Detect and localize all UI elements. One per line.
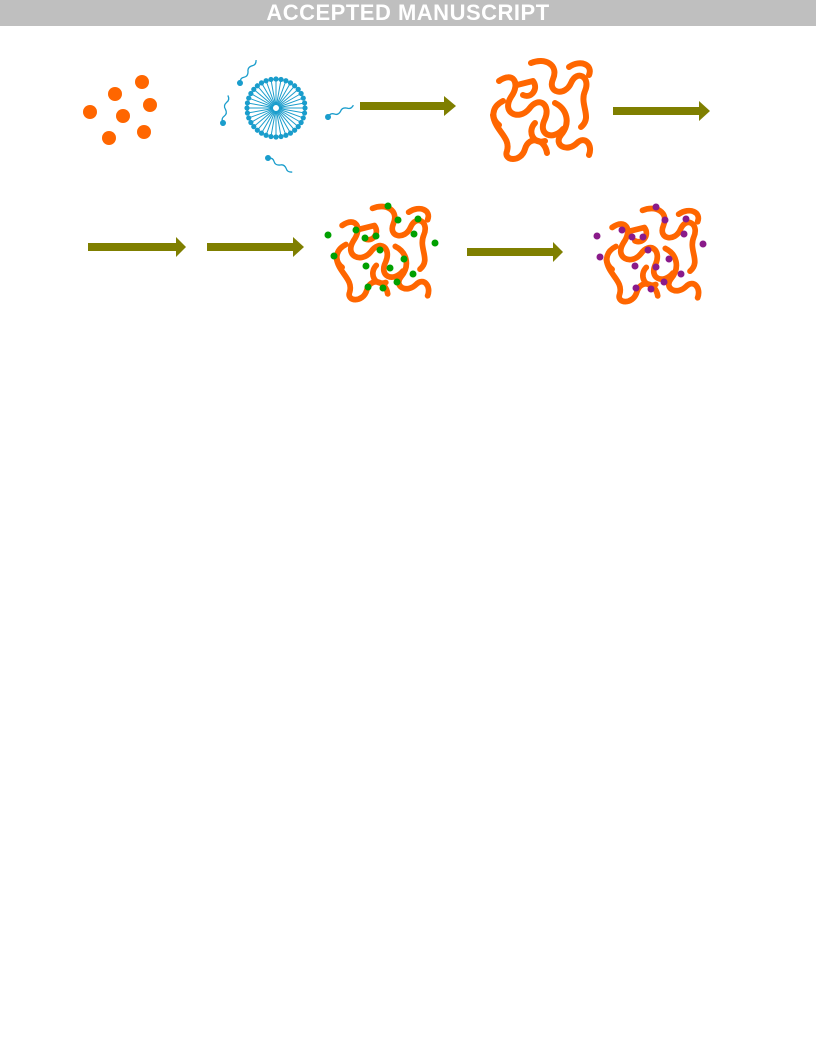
arrow-5 (467, 242, 563, 262)
arrow-2 (613, 101, 710, 121)
polymer-network-purple-dots (593, 203, 707, 302)
surfactant-micelle (244, 76, 308, 140)
arrow-3 (88, 237, 186, 257)
reaction-scheme-diagram (83, 57, 710, 326)
accepted-manuscript-banner: ACCEPTED MANUSCRIPT (0, 0, 816, 26)
arrow-1 (360, 96, 456, 116)
banner-text: ACCEPTED MANUSCRIPT (266, 0, 550, 25)
free-surfactant-molecules (218, 57, 356, 176)
polymer-network (493, 61, 590, 159)
arrow-4 (207, 237, 304, 257)
monomer-droplets (83, 75, 157, 145)
polymer-network-green-dots (324, 202, 439, 300)
